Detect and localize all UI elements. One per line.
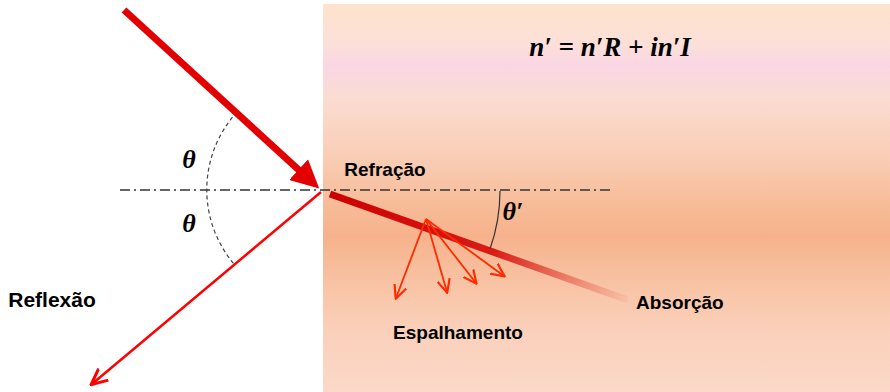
refracted-ray [330,194,628,300]
phenomenon-label: Absorção [636,292,724,314]
angle-label: θ [182,145,196,175]
incident-ray [124,10,312,182]
angle-label: θ′ [503,197,524,227]
formula-text: n′ = n′R + in′I [529,32,691,63]
scattering-arrows [396,219,504,298]
phenomenon-label: Espalhamento [393,322,523,344]
angle-label: θ [182,209,196,239]
phenomenon-label: Refração [344,159,425,181]
reflected-ray [92,192,321,384]
normal-line [120,189,612,190]
angle-arc [490,191,500,249]
phenomenon-label: Reflexão [8,288,96,312]
angle-arc [207,112,237,264]
